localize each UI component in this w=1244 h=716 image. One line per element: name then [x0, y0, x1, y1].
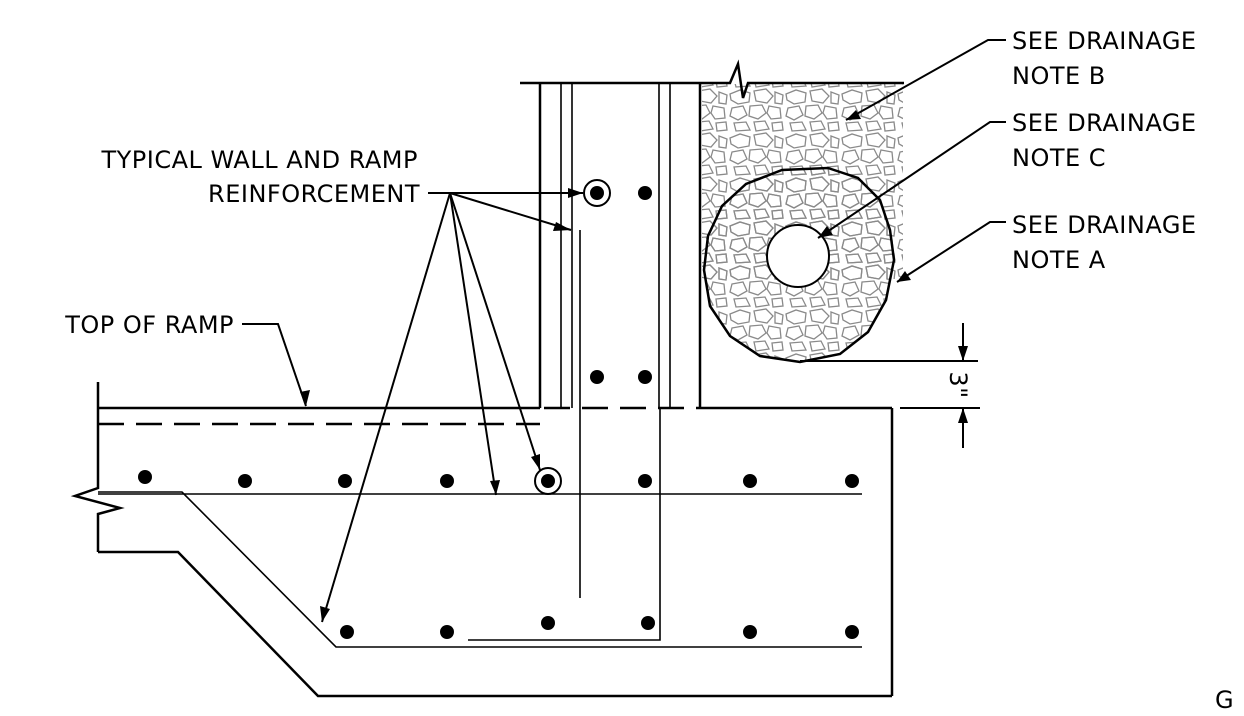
- wall-hook-bar-right: [468, 408, 661, 641]
- wall-ramp-reinforcement-label-line2: REINFORCEMENT: [208, 180, 420, 208]
- concrete-outline: [70, 59, 904, 698]
- drainage-note-b-line2: NOTE B: [1012, 62, 1106, 90]
- drainage-note-c-line1: SEE DRAINAGE: [1012, 109, 1197, 137]
- leader-arrowheads: [300, 110, 911, 622]
- top-of-ramp-label: TOP OF RAMP: [64, 311, 234, 339]
- wall-ramp-reinforcement-label-line1: TYPICAL WALL AND RAMP: [100, 146, 418, 174]
- leader-lines: [242, 39, 1006, 623]
- highlighted-bar-rings: [534, 179, 611, 495]
- drainage-note-b-line1: SEE DRAINAGE: [1012, 27, 1197, 55]
- drainage-note-a-line1: SEE DRAINAGE: [1012, 211, 1197, 239]
- sheet-letter: G: [1215, 686, 1234, 714]
- drain-pipe: [766, 224, 830, 288]
- bar-sections: [138, 186, 859, 639]
- dimension-label: 3": [944, 371, 972, 398]
- reinforcing-bars: [98, 83, 862, 648]
- ramp-bottom-bar: [98, 491, 862, 648]
- drainage-note-a-line2: NOTE A: [1012, 246, 1106, 274]
- drainage-note-c-line2: NOTE C: [1012, 144, 1106, 172]
